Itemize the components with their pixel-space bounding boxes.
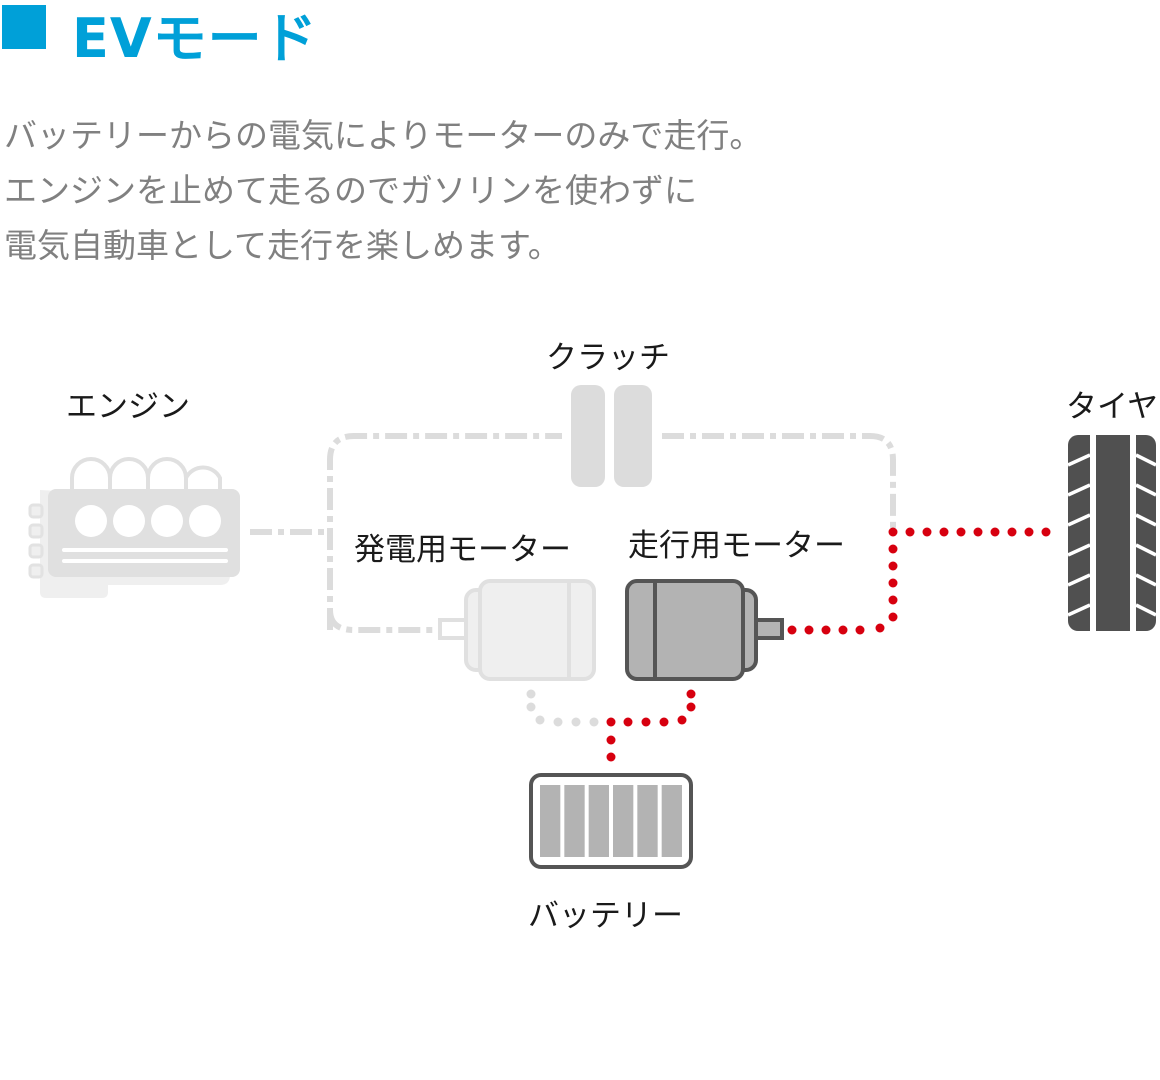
flow-dot xyxy=(956,527,966,537)
tire-label: タイヤ xyxy=(1066,389,1159,425)
flow-dot xyxy=(821,625,831,635)
frame-top-left xyxy=(327,433,562,630)
flow-dot xyxy=(606,735,616,745)
flow-dot xyxy=(787,625,797,635)
frame-top-right xyxy=(662,433,896,530)
battery-icon xyxy=(529,773,693,869)
battery-cell xyxy=(540,785,561,857)
engine-label: エンジン xyxy=(66,389,190,425)
active-electric-flow xyxy=(606,527,1051,762)
description-line: 電気自動車として走行を楽しめます。 xyxy=(4,226,561,265)
flow-dot xyxy=(641,717,651,727)
battery-cell xyxy=(564,785,585,857)
flow-dot xyxy=(553,717,563,727)
flow-dot xyxy=(526,702,536,712)
flow-dot xyxy=(973,527,983,537)
frame-bottom-to-generator xyxy=(327,609,438,633)
battery-label: バッテリー xyxy=(528,898,683,934)
flow-dot xyxy=(686,689,696,699)
flow-dot xyxy=(905,527,915,537)
flow-dot xyxy=(888,544,898,554)
generator-motor-label: 発電用モーター xyxy=(354,532,571,568)
battery-cell xyxy=(661,785,682,857)
flow-dot xyxy=(838,625,848,635)
flow-dot xyxy=(888,595,898,605)
engine-icon xyxy=(28,457,240,598)
flow-dot xyxy=(888,561,898,571)
drive-motor-label: 走行用モーター xyxy=(628,528,845,564)
flow-dot xyxy=(606,717,616,727)
drive-motor-icon xyxy=(625,579,784,681)
description: バッテリーからの電気によりモーターのみで走行。 エンジンを止めて走るのでガソリン… xyxy=(4,108,762,273)
flow-dot xyxy=(1024,527,1034,537)
inactive-electric-flow xyxy=(526,689,599,727)
flow-dot xyxy=(875,623,885,633)
flow-dot xyxy=(686,702,696,712)
flow-dot xyxy=(888,612,898,622)
description-line: バッテリーからの電気によりモーターのみで走行。 xyxy=(4,116,763,155)
flow-dot xyxy=(888,527,898,537)
clutch-label: クラッチ xyxy=(546,340,670,376)
flow-dot xyxy=(606,752,616,762)
generator-motor-icon xyxy=(438,579,596,681)
inactive-mechanical-path xyxy=(250,433,896,633)
flow-dot xyxy=(623,717,633,727)
clutch-icon xyxy=(571,385,652,487)
flow-dot xyxy=(990,527,1000,537)
battery-cell xyxy=(637,785,658,857)
battery-cell xyxy=(588,785,609,857)
flow-dot xyxy=(1007,527,1017,537)
flow-dot xyxy=(804,625,814,635)
flow-dot xyxy=(589,717,599,727)
description-line: エンジンを止めて走るのでガソリンを使わずに xyxy=(4,171,697,210)
flow-dot xyxy=(571,717,581,727)
flow-dot xyxy=(922,527,932,537)
flow-dot xyxy=(659,717,669,727)
flow-dot xyxy=(677,715,687,725)
flow-dot xyxy=(526,689,536,699)
flow-dot xyxy=(535,715,545,725)
flow-dot xyxy=(855,625,865,635)
title-text: EVモード xyxy=(72,7,318,70)
flow-dot xyxy=(888,578,898,588)
title-bullet-icon xyxy=(2,5,46,49)
flow-dot xyxy=(1041,527,1051,537)
flow-dot xyxy=(939,527,949,537)
battery-cell xyxy=(613,785,634,857)
tire-icon xyxy=(1067,435,1157,631)
